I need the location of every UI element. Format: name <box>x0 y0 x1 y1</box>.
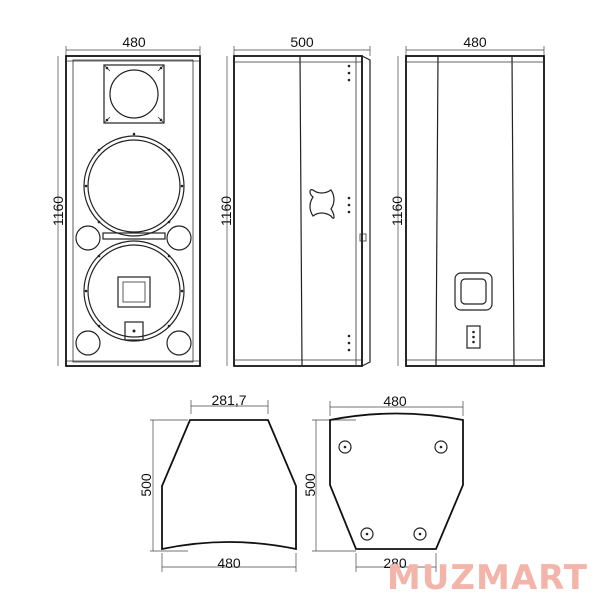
front-port-right-bottom <box>166 330 192 356</box>
front-center-bar <box>102 232 166 240</box>
front-lower-woofer-cap <box>117 276 151 308</box>
front-port-left-top <box>75 225 101 251</box>
rear-connector-plate <box>466 325 481 349</box>
rear-height-label: 1160 <box>389 196 405 226</box>
side-width-label: 500 <box>290 34 314 50</box>
rear-handle <box>454 272 493 311</box>
bottom-depth-label: 500 <box>302 473 318 497</box>
bottom-cabinet-outline <box>329 412 464 550</box>
rear-cabinet-outline <box>405 55 545 367</box>
bottom-view: 480 500 280 <box>302 393 464 572</box>
front-port-right-top <box>166 225 192 251</box>
bottom-foot-spacing-label: 280 <box>383 555 407 571</box>
front-height-label: 1160 <box>50 196 66 226</box>
top-depth-label: 500 <box>138 473 154 497</box>
side-view: 500 1160 <box>218 34 371 367</box>
top-cabinet-outline <box>161 419 297 551</box>
side-height-label: 1160 <box>218 196 234 226</box>
front-hf-horn <box>103 64 165 124</box>
front-view: 480 1160 <box>50 34 201 367</box>
bottom-width-label: 480 <box>383 393 407 409</box>
bottom-feet <box>338 440 448 541</box>
top-bottom-width-label: 480 <box>217 555 241 571</box>
front-width-label: 480 <box>122 34 146 50</box>
side-cabinet-outline <box>233 55 363 367</box>
top-width-label: 281,7 <box>211 392 246 408</box>
watermark-logo: MUZMART <box>387 558 588 598</box>
rear-view: 480 1160 <box>389 34 545 367</box>
side-handle <box>309 189 335 219</box>
front-cabinet-outline <box>65 55 201 367</box>
front-lower-woofer <box>83 240 185 342</box>
rear-width-label: 480 <box>463 34 487 50</box>
front-terminal <box>124 321 144 341</box>
front-port-left-bottom <box>75 330 101 356</box>
front-upper-woofer <box>83 135 185 237</box>
top-view: 281,7 500 480 <box>138 392 297 572</box>
